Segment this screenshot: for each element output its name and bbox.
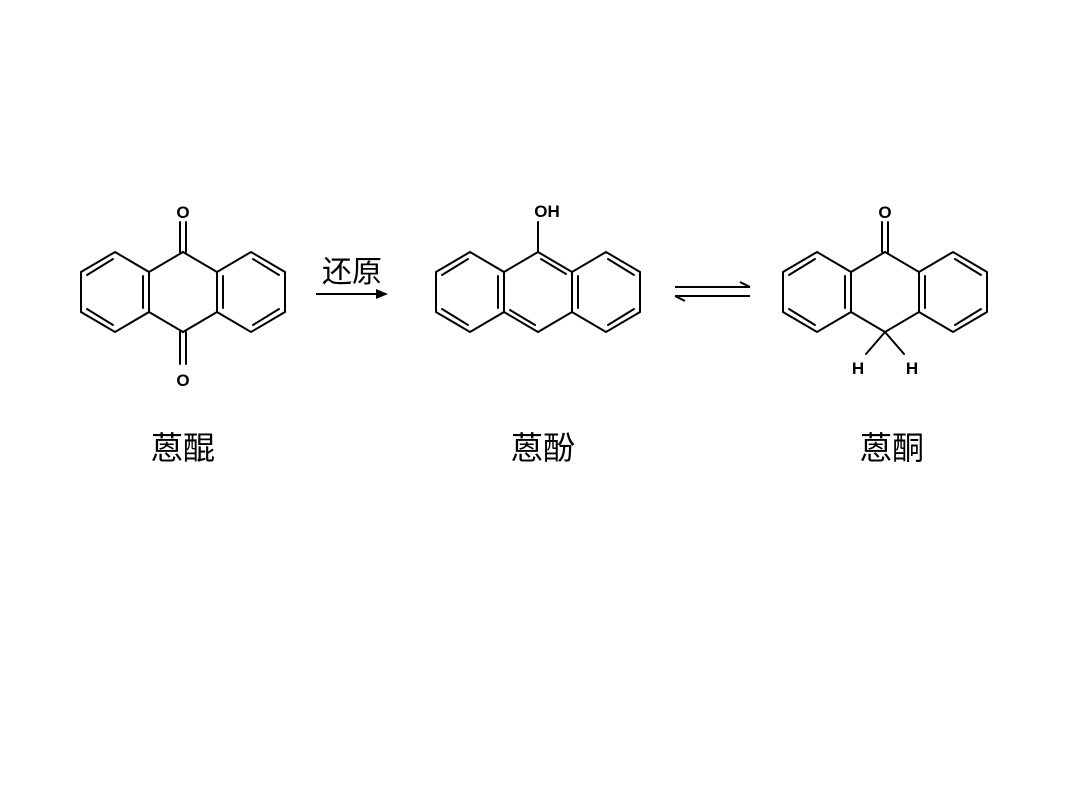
reagent-label: 还原 bbox=[322, 255, 382, 290]
compound-name-anthranol: 蒽酚 bbox=[510, 429, 575, 467]
anthranol-structure bbox=[435, 221, 641, 334]
hydrogen-label-right: H bbox=[906, 359, 918, 378]
hydrogen-label-left: H bbox=[852, 359, 864, 378]
reduction-arrow bbox=[316, 289, 388, 299]
compound-name-anthrone: 蒽酮 bbox=[859, 429, 924, 467]
oxygen-label-bottom: O bbox=[176, 371, 189, 390]
anthrone-structure bbox=[782, 221, 988, 355]
hydroxyl-label: OH bbox=[534, 202, 560, 221]
oxygen-label-top: O bbox=[176, 203, 189, 222]
equilibrium-arrows bbox=[674, 281, 751, 302]
compound-name-anthraquinone: 蒽醌 bbox=[150, 429, 215, 467]
anthraquinone-structure bbox=[80, 221, 286, 365]
oxygen-label: O bbox=[878, 203, 891, 222]
